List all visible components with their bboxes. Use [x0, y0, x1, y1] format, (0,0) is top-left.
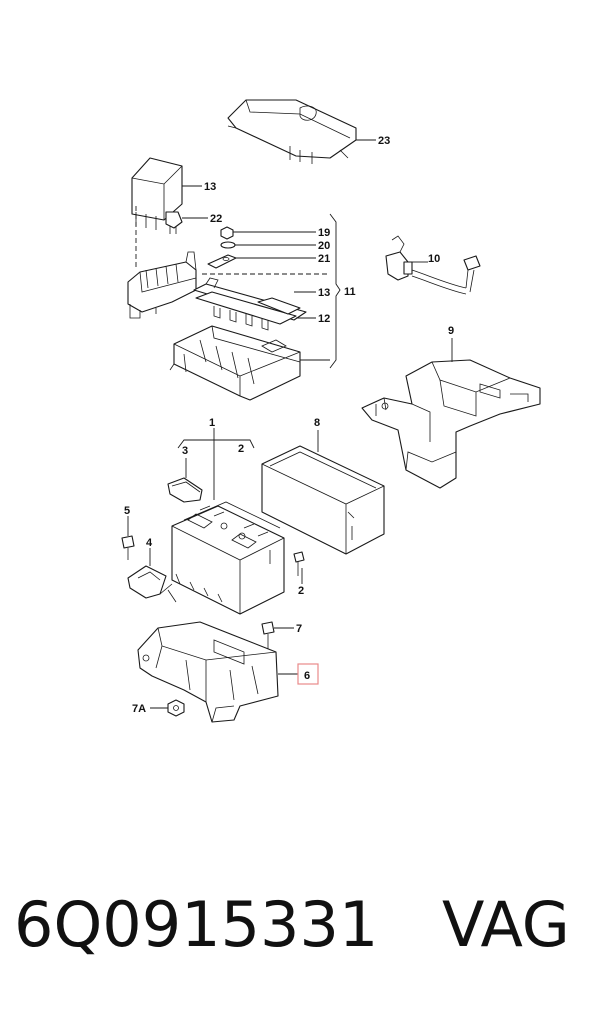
part-7-bolt [261, 621, 275, 650]
callout-20: 20 [318, 240, 330, 252]
part-8-insulation-box [261, 445, 385, 555]
callout-13-middle: 13 [318, 287, 330, 299]
part-info-footer: 6Q0915331 VAG [0, 880, 600, 990]
part-13-relay [131, 157, 183, 230]
callout-6: 6 [304, 670, 310, 682]
part-21-terminal [207, 254, 237, 269]
callout-12: 12 [318, 313, 330, 325]
battery [171, 501, 285, 615]
callout-7a: 7A [132, 703, 146, 715]
part-12-fuse-carrier [195, 291, 301, 331]
part-2-bolt [293, 551, 305, 576]
part-6-battery-tray [137, 621, 279, 723]
part-10-cable [385, 235, 481, 295]
exploded-parts-diagram: 23 13 22 19 20 21 11 [121, 99, 541, 723]
part-9-battery-tray [361, 359, 541, 489]
part-number: 6Q0915331 [14, 888, 379, 961]
callout-8: 8 [314, 417, 320, 429]
callout-22: 22 [210, 213, 222, 225]
brand-name: VAG [442, 888, 570, 961]
callout-11: 11 [344, 286, 356, 298]
callout-1: 1 [209, 417, 215, 429]
callout-19: 19 [318, 227, 330, 239]
callout-6-highlight-box [297, 663, 319, 685]
callout-10: 10 [428, 253, 440, 265]
part-19-nut [220, 226, 234, 240]
fuse-box-base [169, 325, 301, 401]
callout-2-bottom: 2 [298, 585, 304, 597]
fuse-holder-assembly [127, 251, 197, 319]
part-23-cover [227, 99, 357, 164]
callout-3: 3 [182, 445, 188, 457]
part-4-clamp [127, 565, 177, 603]
callout-23: 23 [378, 135, 390, 147]
part-5-bolt [121, 535, 135, 560]
callout-9: 9 [448, 325, 454, 337]
part-20-washer [220, 241, 236, 249]
callout-5: 5 [124, 505, 130, 517]
callout-4: 4 [146, 537, 153, 549]
callout-2-top: 2 [238, 443, 244, 455]
part-3-terminal-cover [167, 477, 203, 503]
callout-21: 21 [318, 253, 330, 265]
part-22-fuse [165, 211, 183, 234]
part-7a-nut [167, 699, 185, 717]
callout-13-top: 13 [204, 181, 216, 193]
callout-7: 7 [296, 623, 302, 635]
